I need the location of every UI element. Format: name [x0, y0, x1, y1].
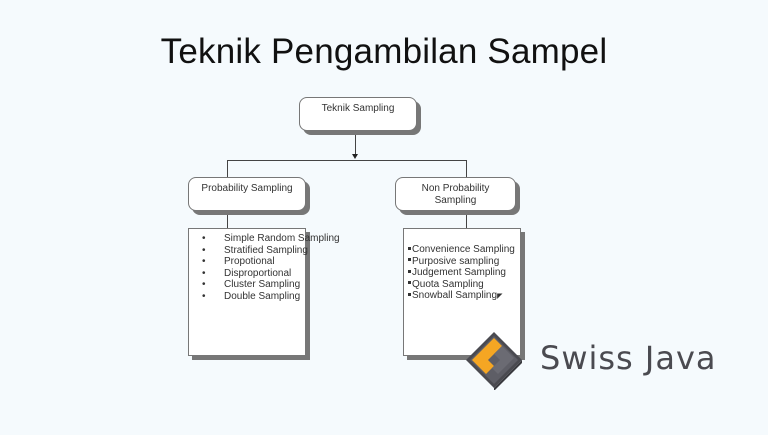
list-probability-sampling: • Simple Random Sampling • Stratified Samp…	[188, 228, 340, 356]
list-item: • Cluster Sampling	[189, 279, 344, 291]
list-item: Judgement Sampling	[408, 267, 515, 279]
item-text: Disproportional	[224, 267, 292, 279]
paragraph-mark-icon: ◤	[497, 293, 503, 300]
connector-horizontal	[227, 160, 467, 161]
list-item: Convenience Sampling	[408, 244, 515, 256]
node-label: Probability Sampling	[201, 183, 293, 194]
connector-right-down	[466, 160, 467, 177]
list-item: • Disproportional	[189, 268, 344, 280]
square-bullet-icon	[408, 292, 411, 296]
connector-root-down	[355, 135, 356, 157]
list-item: Purposive sampling	[408, 256, 515, 268]
square-bullet-icon	[408, 281, 411, 285]
node-teknik-sampling: Teknik Sampling	[299, 97, 417, 131]
node-label: Non Probability Sampling	[421, 183, 490, 206]
page-title: Teknik Pengambilan Sampel	[160, 32, 608, 71]
node-probability-sampling: Probability Sampling	[188, 177, 306, 211]
item-text: Stratified Sampling	[224, 244, 308, 256]
connector-left-down	[227, 160, 228, 177]
node-label: Teknik Sampling	[321, 103, 395, 114]
square-bullet-icon	[408, 258, 411, 262]
item-text: Purposive sampling	[412, 255, 500, 267]
list-item: • Propotional	[189, 256, 344, 268]
item-text: Simple Random Sampling	[224, 233, 340, 244]
list-item: • Stratified Sampling	[189, 245, 344, 257]
list-item: • Double Sampling	[189, 291, 344, 303]
bullet-icon: •	[202, 256, 206, 267]
node-non-probability-sampling: Non Probability Sampling	[395, 177, 516, 211]
bullet-icon: •	[202, 244, 206, 256]
swiss-java-logo-icon	[466, 332, 522, 390]
probability-items: • Simple Random Sampling • Stratified Samp…	[189, 233, 344, 302]
bullet-icon: •	[202, 233, 206, 244]
list-item: Quota Sampling	[408, 279, 515, 291]
square-bullet-icon	[408, 269, 411, 273]
bullet-icon: •	[202, 290, 206, 302]
list-item: Snowball Sampling◤	[408, 290, 515, 303]
list-non-probability-sampling: Convenience Sampling Purposive sampling …	[403, 228, 521, 356]
arrow-head-icon	[352, 154, 358, 159]
connector-left-list	[227, 215, 228, 229]
bullet-icon: •	[202, 279, 206, 290]
item-text: Double Sampling	[224, 290, 301, 302]
item-text: Cluster Sampling	[224, 279, 301, 290]
bullet-icon: •	[202, 267, 206, 279]
square-bullet-icon	[408, 246, 411, 250]
non-probability-items: Convenience Sampling Purposive sampling …	[408, 244, 515, 303]
item-text: Propotional	[224, 256, 275, 267]
item-text: Snowball Sampling	[412, 290, 498, 301]
list-item: • Simple Random Sampling	[189, 233, 344, 245]
item-text: Quota Sampling	[412, 278, 484, 290]
item-text: Convenience Sampling	[412, 244, 515, 255]
logo-text: Swiss Java	[540, 339, 717, 377]
connector-right-list	[466, 215, 467, 229]
item-text: Judgement Sampling	[412, 267, 506, 278]
